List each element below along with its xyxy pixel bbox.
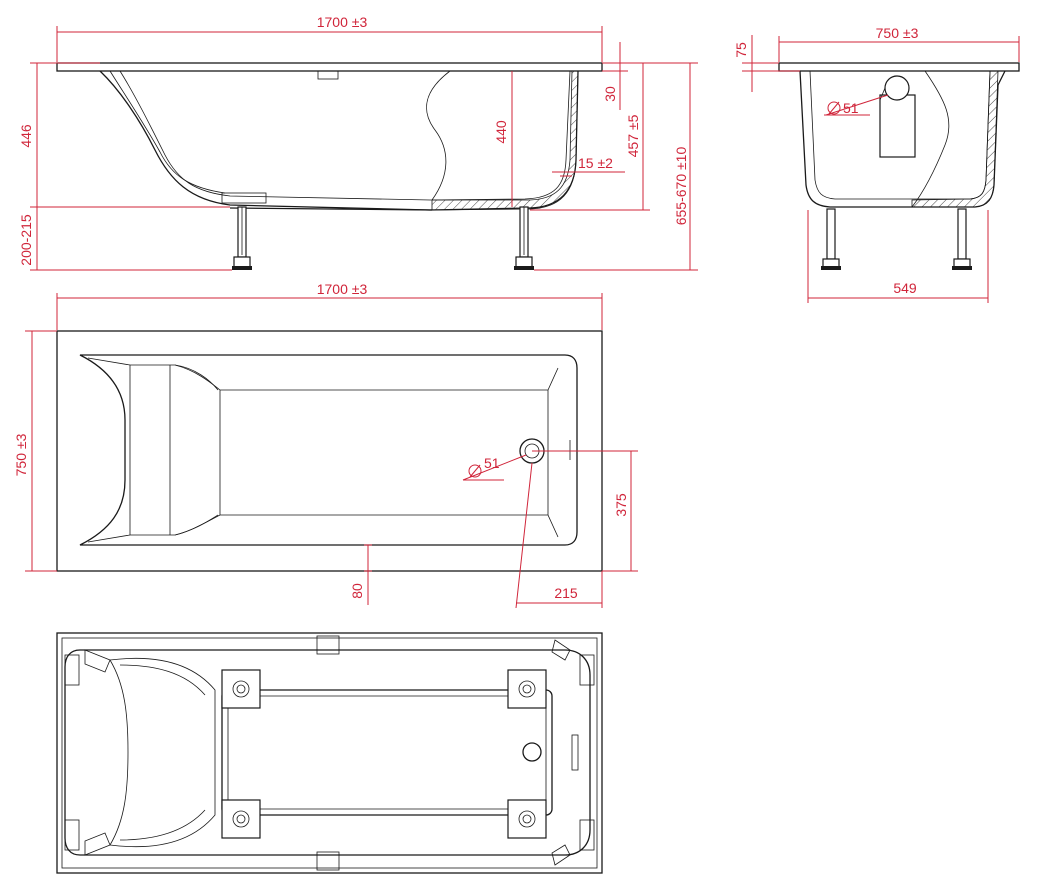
bottom-corner-bracket-tr (551, 639, 595, 686)
side-wall-15-label: 15 ±2 (578, 155, 613, 171)
side-floor-line (229, 207, 433, 211)
bottom-foot-pad-tr (507, 669, 547, 709)
side-rim-30-label: 30 (602, 86, 618, 102)
bottom-foot-pad-br (507, 799, 547, 839)
side-drain (221, 192, 267, 204)
side-overflow (317, 70, 339, 80)
end-overflow-pipe (879, 94, 916, 158)
top-drain-x-label: 215 (554, 585, 578, 601)
end-view: 750 ±3 75 51 549 (733, 25, 1020, 303)
top-backrest-lines (87, 357, 219, 543)
side-depth-440-label: 440 (493, 120, 509, 144)
side-backrest (109, 70, 226, 194)
end-drain-diameter-label: 51 (843, 100, 859, 116)
side-height-457-label: 457 ±5 (625, 114, 641, 157)
end-section-wave (911, 70, 950, 208)
bottom-bracket-top (316, 635, 340, 655)
end-drain-circle (884, 75, 910, 101)
end-leg-left (821, 208, 841, 270)
bottom-corner-bracket-bl (64, 819, 111, 856)
bottom-corner-bracket-tl (64, 649, 111, 686)
side-view: 1700 ±3 446 200-215 440 30 457 ±5 15 ±2 … (18, 14, 698, 271)
side-depth-446-label: 446 (18, 124, 34, 148)
top-width-label: 750 ±3 (13, 433, 29, 476)
top-rim-80-label: 80 (349, 583, 365, 599)
bottom-foot-pad-bl (221, 799, 261, 839)
side-leg-right (514, 206, 534, 270)
top-drain-y-label: 375 (613, 493, 629, 517)
side-rim (56, 62, 603, 72)
end-wall-hatch (911, 70, 999, 208)
end-width-label: 750 ±3 (876, 25, 919, 41)
top-drain-diameter-label: 51 (484, 455, 500, 471)
bottom-drain (522, 742, 542, 762)
bottom-bracket-bottom (316, 851, 340, 871)
bottom-foot-pad-tl (221, 669, 261, 709)
end-rim-75-label: 75 (733, 42, 749, 58)
end-rim (778, 62, 1020, 72)
side-leg-left (232, 206, 252, 270)
side-length-label: 1700 ±3 (317, 14, 368, 30)
bottom-outer-rim (56, 632, 603, 874)
side-section-wave (426, 70, 451, 201)
side-wall-hatch (431, 70, 579, 211)
bottom-backrest (109, 657, 216, 848)
end-leg-span-label: 549 (893, 280, 917, 296)
side-shell-inner (119, 70, 571, 201)
top-inner-basin (79, 354, 578, 546)
top-length-label: 1700 ±3 (317, 281, 368, 297)
top-inner-floor (129, 364, 559, 538)
end-leg-right (952, 208, 972, 270)
bottom-corner-bracket-br (551, 819, 595, 866)
bottom-view (56, 632, 603, 874)
side-leg-height-label: 200-215 (18, 214, 34, 266)
bottom-shell-outline (64, 649, 591, 856)
side-overall-height-label: 655-670 ±10 (673, 147, 689, 226)
top-view: 1700 ±3 750 ±3 51 375 215 80 (13, 281, 638, 609)
bottom-support-frame (221, 689, 553, 816)
